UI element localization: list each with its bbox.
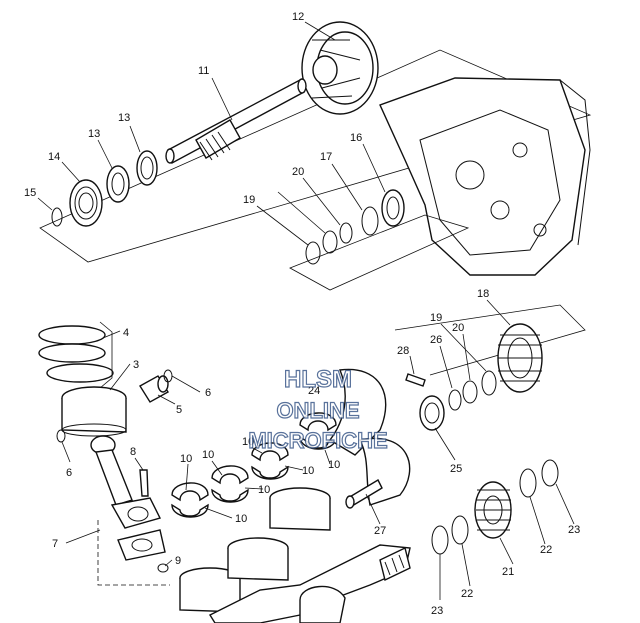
conrod-cap-part bbox=[117, 529, 166, 561]
callout-4: 4 bbox=[123, 327, 129, 339]
callout-16: 16 bbox=[350, 132, 362, 144]
piston-ring-1-part bbox=[38, 325, 106, 345]
conrod-bolt-part bbox=[139, 469, 149, 497]
seal-16-part bbox=[381, 189, 405, 227]
watermark: HLSM ONLINE MICROFICHE bbox=[248, 365, 389, 453]
circlip-23b-part bbox=[431, 525, 449, 555]
oil-seal-part bbox=[136, 150, 158, 186]
bearing-shell-4-part bbox=[211, 488, 249, 503]
callout-17: 17 bbox=[320, 151, 332, 163]
callout-12: 12 bbox=[292, 11, 304, 23]
circlip-part bbox=[51, 207, 63, 227]
shaft-assembly-group bbox=[39, 21, 592, 263]
washer-22a-part bbox=[519, 468, 537, 498]
callout-19a: 19 bbox=[243, 194, 255, 206]
flange-part bbox=[301, 21, 379, 115]
callout-9: 9 bbox=[175, 555, 181, 567]
callout-10e: 10 bbox=[242, 436, 254, 448]
bearing-shell-5-part bbox=[251, 442, 289, 462]
bearing-shell-1-part bbox=[171, 482, 209, 502]
callout-10g: 10 bbox=[328, 459, 340, 471]
washer-20a-part bbox=[339, 222, 353, 244]
gear-group bbox=[394, 304, 586, 431]
callout-10b: 10 bbox=[235, 513, 247, 525]
callout-13a: 13 bbox=[118, 112, 130, 124]
idler-shaft-group bbox=[289, 189, 470, 291]
callout-28: 28 bbox=[397, 345, 409, 357]
callout-18: 18 bbox=[477, 288, 489, 300]
pin-28-part bbox=[405, 373, 426, 387]
callout-10a: 10 bbox=[180, 453, 192, 465]
callout-15: 15 bbox=[24, 187, 36, 199]
crankshaft-group bbox=[179, 368, 411, 623]
circlip-23a-part bbox=[541, 459, 559, 487]
callout-26: 26 bbox=[430, 334, 442, 346]
bearing-shell-3-part bbox=[211, 465, 249, 485]
watermark-line-2: ONLINE bbox=[276, 398, 359, 423]
gear-group-outline bbox=[394, 304, 586, 376]
callout-labels: 12 11 13 13 14 15 16 17 20 19 18 4 3 6 5… bbox=[24, 11, 580, 617]
callout-23a: 23 bbox=[568, 524, 580, 536]
callout-3: 3 bbox=[133, 359, 139, 371]
piston-part bbox=[61, 386, 127, 437]
crankcase-part bbox=[379, 77, 591, 276]
pin-clip-b-part bbox=[56, 429, 66, 443]
conrod-nut-part bbox=[157, 563, 169, 573]
bearing-shell-7-part bbox=[299, 412, 337, 432]
washer-20b-part bbox=[462, 380, 478, 404]
piston-ring-2-part bbox=[38, 343, 106, 363]
callout-7: 7 bbox=[52, 538, 58, 550]
callout-6b: 6 bbox=[66, 467, 72, 479]
callout-5: 5 bbox=[176, 404, 182, 416]
washer-22b-part bbox=[451, 515, 469, 545]
bearing-25-part bbox=[419, 395, 445, 431]
callout-19b: 19 bbox=[430, 312, 442, 324]
callout-14: 14 bbox=[48, 151, 60, 163]
washer-19a-part bbox=[305, 241, 321, 265]
piston-row-part bbox=[179, 487, 331, 613]
leader-lines bbox=[37, 21, 575, 600]
washer-19b-part bbox=[481, 370, 497, 396]
callout-6a: 6 bbox=[205, 387, 211, 399]
gear-21-group bbox=[431, 459, 559, 555]
callout-22a: 22 bbox=[540, 544, 552, 556]
circlip-17-part bbox=[361, 206, 379, 236]
callout-22b: 22 bbox=[461, 588, 473, 600]
callout-21: 21 bbox=[502, 566, 514, 578]
bearing-shells-group bbox=[171, 412, 337, 518]
shaft-group-outline bbox=[39, 49, 592, 263]
watermark-line-3: MICROFICHE bbox=[248, 428, 387, 453]
callout-13b: 13 bbox=[88, 128, 100, 140]
crank-web-part bbox=[328, 368, 387, 456]
callout-8: 8 bbox=[130, 446, 136, 458]
callout-11: 11 bbox=[198, 65, 209, 77]
piston-conrod-group bbox=[38, 321, 173, 586]
conrod-part bbox=[90, 435, 166, 561]
callout-27: 27 bbox=[374, 525, 386, 537]
callout-20b: 20 bbox=[452, 322, 464, 334]
callout-25: 25 bbox=[450, 463, 462, 475]
callout-24: 24 bbox=[308, 385, 320, 397]
washer-26-part bbox=[448, 389, 462, 411]
callout-20a: 20 bbox=[292, 166, 304, 178]
bearing-shell-2-part bbox=[171, 503, 209, 518]
main-shaft-part bbox=[165, 78, 307, 165]
callout-10f: 10 bbox=[302, 465, 314, 477]
callout-10c: 10 bbox=[202, 449, 214, 461]
spacer-part bbox=[106, 165, 130, 203]
idler-group-outline bbox=[289, 214, 470, 291]
piston-ring-3-part bbox=[46, 363, 114, 383]
bearing-shell-6-part bbox=[251, 465, 289, 480]
callout-10d: 10 bbox=[258, 484, 270, 496]
callout-23b: 23 bbox=[431, 605, 443, 617]
watermark-line-1: HLSM bbox=[284, 366, 352, 393]
